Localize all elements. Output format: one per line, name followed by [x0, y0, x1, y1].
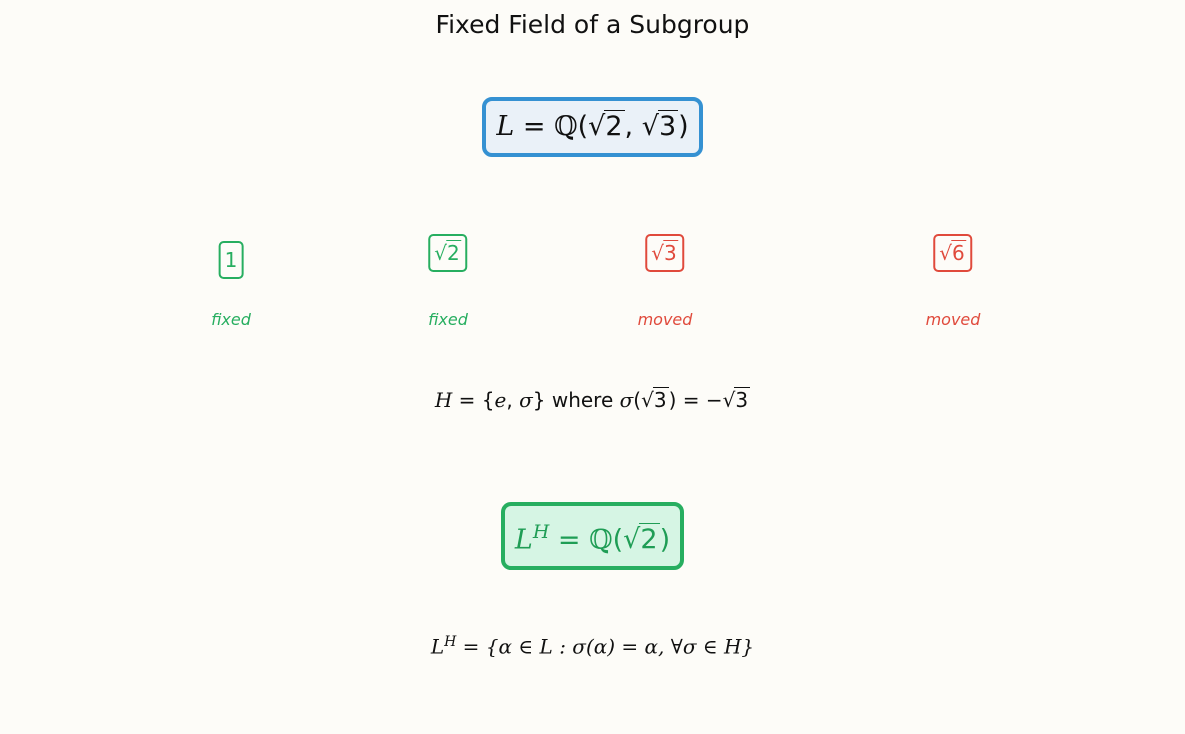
top-field-close: ) [678, 111, 689, 142]
element-1-label: 1 [224, 248, 238, 272]
sqrt-2-term: √2 [588, 110, 625, 142]
top-field-eq: = [514, 111, 555, 142]
top-field-rationals: ℚ [554, 111, 578, 142]
fixed-field-definition: LH = {α ∈ L : σ(α) = α, ∀σ ∈ H} [430, 634, 755, 659]
element-sqrt2-status: fixed [428, 310, 468, 329]
top-field-open: ( [577, 111, 589, 142]
sqrt-3-term: √3 [641, 110, 679, 142]
element-sqrt6-status: moved [925, 310, 981, 329]
diagram-title: Fixed Field of a Subgroup [435, 10, 750, 39]
top-field-lhs: L [496, 111, 515, 142]
top-field-comma: , [624, 111, 642, 142]
element-sqrt2-label: 2 [446, 240, 462, 265]
element-1-box: 1 [218, 241, 244, 279]
element-sqrt3-box: √3 [645, 234, 685, 272]
subgroup-statement: H = {e, σ} where σ(√3) = −√3 [434, 387, 751, 412]
element-1-status: fixed [211, 310, 251, 329]
element-sqrt6-label: 6 [951, 240, 967, 265]
top-field-box: L = ℚ(√2, √3) [482, 97, 703, 157]
element-sqrt3-label: 3 [663, 240, 679, 265]
top-field-row: L = ℚ(√2, √3) [0, 97, 1185, 157]
fixed-field-row: LH = ℚ(√2) [0, 502, 1185, 571]
element-sqrt2-box: √2 [428, 234, 468, 272]
element-sqrt6-box: √6 [933, 234, 973, 272]
fixed-field-box: LH = ℚ(√2) [500, 502, 685, 571]
element-sqrt3-status: moved [637, 310, 693, 329]
